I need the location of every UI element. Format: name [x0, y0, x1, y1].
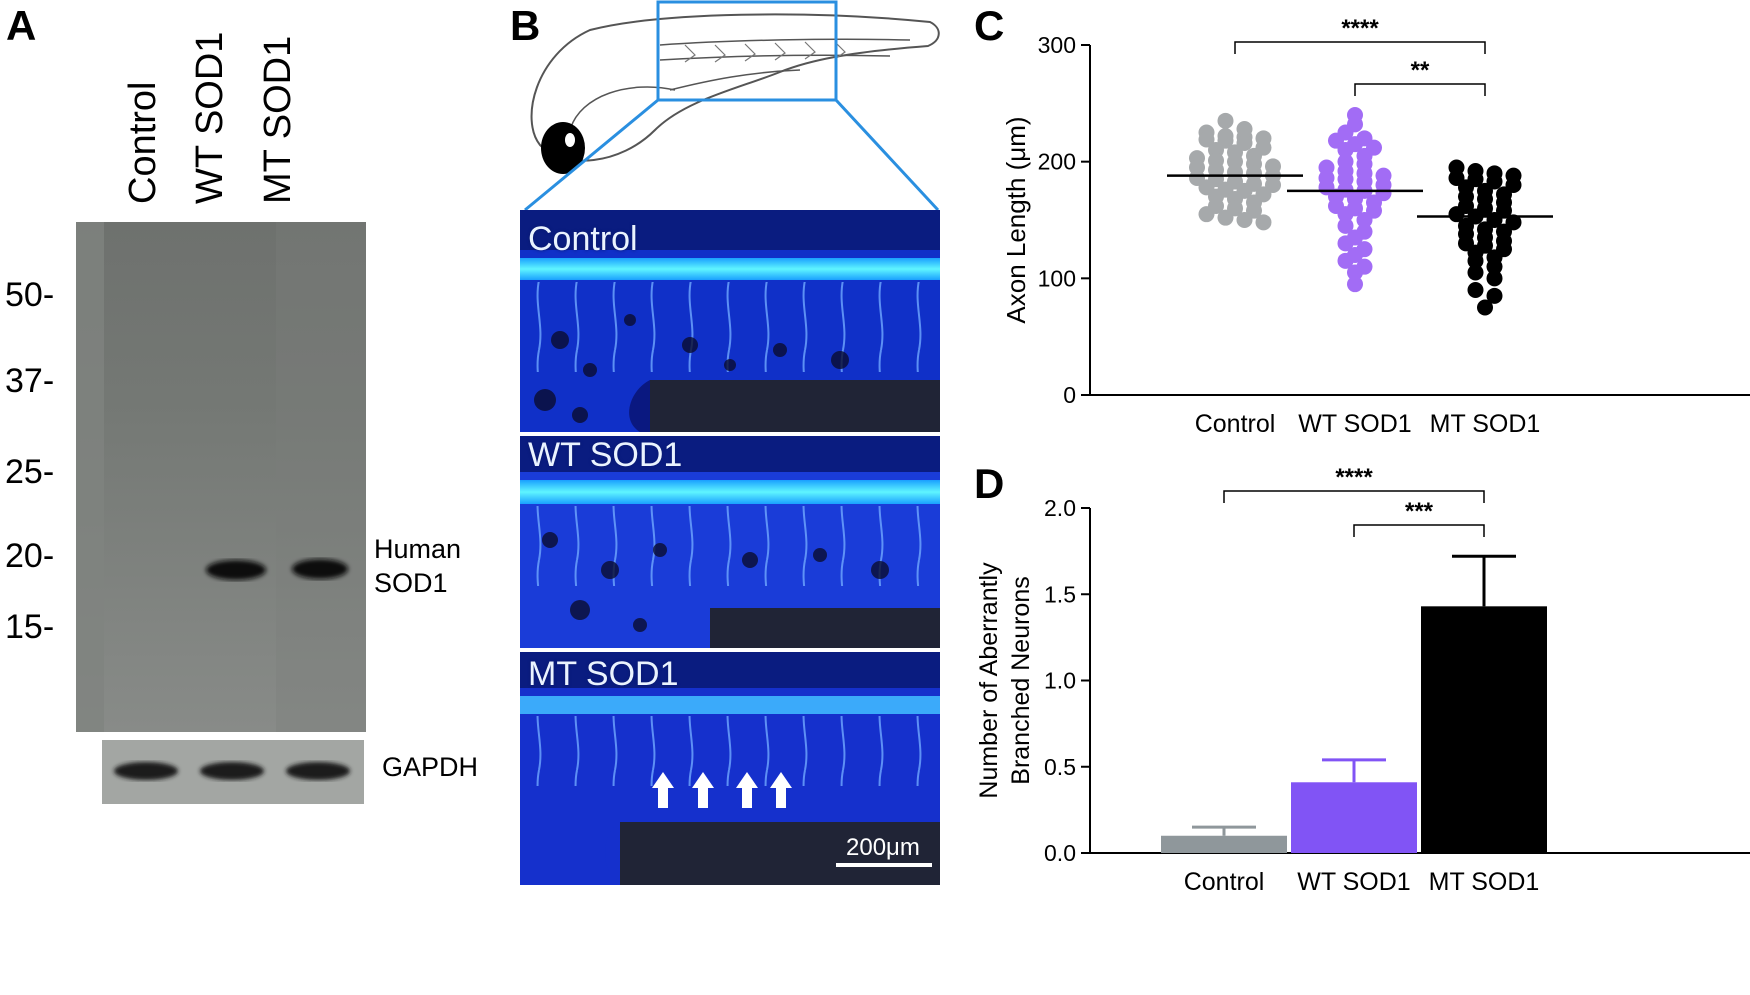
significance-bracket [1353, 524, 1485, 537]
significance-bracket [1223, 490, 1485, 503]
y-tick-label: 0.0 [1044, 840, 1076, 866]
y-tick-label: 0.5 [1044, 754, 1076, 780]
micrograph-mt-sod1 [520, 652, 940, 885]
significance-label: *** [1405, 498, 1434, 525]
western-blot [76, 222, 366, 732]
human-sod1-label: Human SOD1 [374, 532, 461, 600]
x-tick-label: Control [1195, 410, 1276, 438]
zebrafish-schematic [524, 0, 940, 212]
data-point [1347, 276, 1363, 293]
data-point [1198, 131, 1215, 148]
scale-bar-label: 200μm [846, 834, 920, 861]
y-tick-label: 2.0 [1044, 495, 1076, 521]
micrograph-wt-sod1 [520, 436, 940, 648]
data-point [1477, 299, 1493, 316]
micrograph-stack [520, 210, 940, 885]
data-point [1486, 258, 1503, 275]
sod1-band-mt [292, 559, 348, 579]
micrograph-label-control: Control [528, 220, 638, 258]
panel-a-letter: A [6, 2, 37, 49]
bar [1421, 606, 1547, 853]
data-point [1255, 214, 1272, 231]
data-point [1236, 212, 1253, 228]
data-point [1337, 252, 1354, 269]
mw-marker-50: 50- [5, 276, 55, 314]
y-axis-label-line2: Branched Neurons [1007, 576, 1035, 784]
bar [1161, 835, 1287, 853]
micrograph-label-mt-sod1: MT SOD1 [528, 655, 679, 693]
human-sod1-label-line2: SOD1 [374, 568, 448, 598]
arrow-icons [652, 772, 792, 808]
data-point [1337, 206, 1354, 223]
data-point [1347, 264, 1363, 281]
mw-marker-20: 20- [5, 537, 55, 575]
micrograph-control [520, 210, 940, 432]
scale-bar [836, 863, 932, 867]
y-tick-label: 300 [1038, 32, 1076, 58]
mw-marker-25: 25- [5, 453, 55, 491]
x-tick-label: WT SOD1 [1298, 410, 1411, 438]
significance-label: **** [1335, 464, 1373, 491]
sod1-band-wt [206, 560, 266, 580]
significance-bracket [1354, 83, 1486, 96]
data-point [1486, 287, 1503, 304]
data-point [1217, 209, 1234, 226]
data-point [1217, 112, 1234, 129]
gapdh-blot [102, 740, 364, 804]
lane-label-mt-sod1: MT SOD1 [257, 35, 299, 204]
panel-d-letter: D [974, 460, 1005, 507]
data-point [1198, 206, 1215, 223]
panel-c-letter: C [974, 2, 1005, 49]
y-tick-label: 1.5 [1044, 581, 1076, 607]
mw-marker-37: 37- [5, 362, 55, 400]
data-point [1337, 142, 1354, 158]
x-tick-label: Control [1184, 868, 1265, 896]
significance-bracket [1234, 41, 1486, 54]
x-tick-label: MT SOD1 [1429, 868, 1540, 896]
mw-marker-15: 15- [5, 608, 55, 646]
gapdh-label: GAPDH [382, 752, 479, 782]
y-tick-label: 0 [1063, 382, 1076, 408]
data-point [1467, 252, 1484, 269]
y-axis-label: Axon Length (μm) [1001, 116, 1031, 323]
data-point [1448, 206, 1465, 223]
data-point [1467, 282, 1484, 298]
human-sod1-label-line1: Human [374, 534, 462, 564]
data-point [1337, 235, 1354, 252]
significance-label: **** [1341, 15, 1379, 42]
data-point [1467, 264, 1484, 281]
y-axis-label-line1: Number of Aberrantly [975, 562, 1003, 799]
bar [1291, 782, 1417, 853]
data-point [1356, 212, 1373, 228]
panel-b-letter: B [510, 2, 541, 49]
x-tick-label: MT SOD1 [1430, 410, 1541, 438]
significance-label: ** [1411, 57, 1430, 84]
y-tick-label: 200 [1038, 149, 1076, 175]
micrograph-label-wt-sod1: WT SOD1 [528, 436, 683, 474]
data-point [1337, 217, 1354, 234]
y-tick-label: 100 [1038, 265, 1076, 291]
lane-label-control: Control [122, 81, 164, 205]
y-tick-label: 1.0 [1044, 668, 1076, 694]
lane-label-wt-sod1: WT SOD1 [189, 31, 231, 204]
x-tick-label: WT SOD1 [1297, 868, 1410, 896]
data-point [1486, 270, 1503, 287]
